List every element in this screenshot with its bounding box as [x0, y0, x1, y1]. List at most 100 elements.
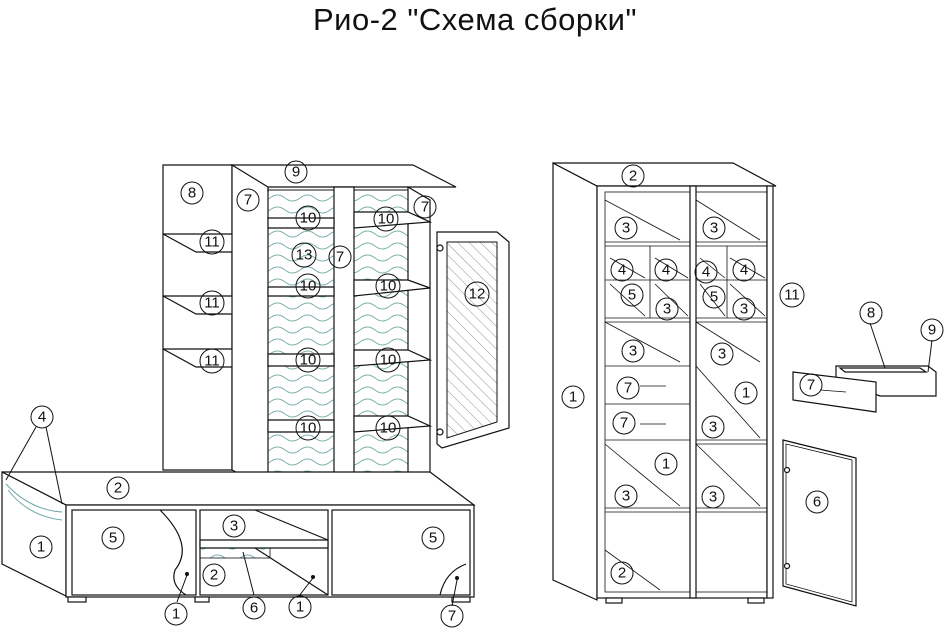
callout-circle	[614, 484, 638, 508]
cabinet-door	[782, 439, 857, 607]
callout-10: 10	[295, 273, 321, 299]
callout-number: 4	[662, 262, 670, 279]
callout-circle	[610, 561, 634, 585]
callout-7: 7	[799, 373, 823, 397]
callout-number: 1	[37, 539, 45, 556]
callout-circle	[199, 348, 225, 374]
callout-circle	[734, 381, 758, 405]
callout-8: 8	[859, 301, 883, 325]
callout-number: 4	[702, 264, 710, 281]
callout-2: 2	[106, 476, 130, 500]
callout-11: 11	[199, 290, 225, 316]
callout-number: 7	[244, 192, 252, 209]
callout-12: 12	[464, 281, 490, 307]
callout-7: 7	[236, 188, 260, 212]
callout-number: 10	[300, 352, 317, 369]
callout-number: 2	[210, 567, 218, 584]
callout-number: 11	[784, 287, 800, 304]
tv-stand	[1, 471, 476, 603]
callout-number: 5	[628, 287, 636, 304]
callout-10: 10	[375, 347, 401, 373]
callout-number: 10	[300, 278, 317, 295]
callout-number: 7	[336, 249, 344, 266]
callout-circle	[288, 595, 312, 619]
callout-number: 10	[380, 278, 397, 295]
callout-number: 3	[709, 489, 717, 506]
callout-4: 4	[610, 258, 634, 282]
callout-number: 1	[662, 456, 670, 473]
callout-4: 4	[654, 258, 678, 282]
callout-number: 12	[469, 286, 486, 303]
callout-number: 3	[740, 301, 748, 318]
callout-circle	[295, 347, 321, 373]
callout-circle	[654, 452, 678, 476]
callout-number: 3	[622, 488, 630, 505]
callout-circle	[710, 342, 734, 366]
loose-drawer	[792, 365, 937, 413]
callout-7: 7	[440, 604, 464, 628]
left-upper-unit	[162, 163, 510, 489]
callout-number: 8	[867, 305, 875, 322]
callout-circle	[655, 297, 679, 321]
callout-3: 3	[732, 297, 756, 321]
callout-3: 3	[710, 342, 734, 366]
callout-10: 10	[375, 415, 401, 441]
callout-circle	[375, 273, 401, 299]
callout-3: 3	[701, 415, 725, 439]
callout-number: 13	[296, 247, 313, 264]
callout-number: 6	[250, 600, 258, 617]
callout-number: 3	[629, 343, 637, 360]
callout-5: 5	[101, 526, 125, 550]
callout-2: 2	[621, 164, 645, 188]
diagram-title: Рио-2 "Схема сборки"	[313, 2, 637, 37]
callout-circle	[621, 339, 645, 363]
callout-1: 1	[734, 381, 758, 405]
callout-circle	[799, 373, 823, 397]
callout-1: 1	[288, 595, 312, 619]
callout-10: 10	[295, 347, 321, 373]
callout-number: 3	[709, 419, 717, 436]
tall-cabinet	[552, 162, 777, 604]
callout-number: 11	[204, 353, 220, 370]
callout-circle	[180, 181, 204, 205]
callout-number: 10	[300, 420, 317, 437]
callout-1: 1	[164, 602, 188, 626]
callout-circle	[295, 415, 321, 441]
callout-circle	[375, 415, 401, 441]
callout-number: 4	[618, 262, 626, 279]
callout-number: 10	[380, 420, 397, 437]
callout-number: 3	[710, 220, 718, 237]
callout-circle	[621, 164, 645, 188]
callout-3: 3	[702, 216, 726, 240]
callout-number: 2	[114, 480, 122, 497]
callout-circle	[413, 195, 437, 219]
leader-lines	[5, 322, 933, 607]
callout-1: 1	[561, 385, 585, 409]
callout-circle	[421, 526, 445, 550]
callout-circle	[328, 245, 352, 269]
callout-circle	[620, 283, 644, 307]
callout-circle	[694, 260, 718, 284]
callout-circle	[616, 376, 640, 400]
callout-number: 3	[622, 220, 630, 237]
callout-number: 4	[38, 409, 46, 426]
callout-circle	[612, 411, 636, 435]
callout-circle	[701, 485, 725, 509]
callout-number: 1	[569, 389, 577, 406]
callout-3: 3	[614, 484, 638, 508]
callout-circle	[920, 318, 944, 342]
callout-number: 1	[742, 385, 750, 402]
callout-circle	[295, 273, 321, 299]
callout-3: 3	[701, 485, 725, 509]
callout-number: 7	[624, 380, 632, 397]
callout-4: 4	[30, 405, 54, 429]
callout-number: 5	[710, 289, 718, 306]
callout-circle	[373, 206, 399, 232]
callout-circle	[732, 258, 756, 282]
callout-number: 2	[618, 565, 626, 582]
callout-number: 3	[718, 346, 726, 363]
callout-number: 10	[300, 210, 317, 227]
callout-circle	[702, 216, 726, 240]
callout-number: 7	[448, 608, 456, 625]
